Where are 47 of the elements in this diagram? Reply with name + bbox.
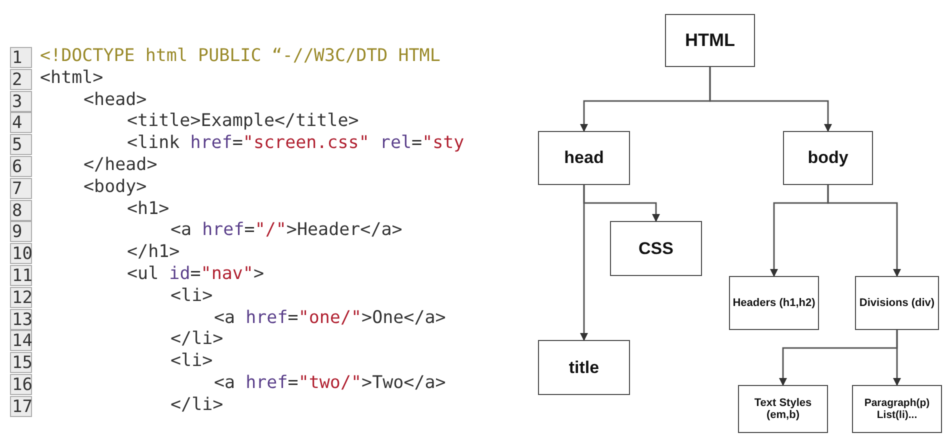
arrow bbox=[709, 67, 832, 132]
line-number: 10 bbox=[10, 243, 32, 264]
line-number: 11 bbox=[10, 265, 32, 286]
element-box: HTML bbox=[665, 14, 755, 67]
code-line: <!DOCTYPE html PUBLIC “-//W3C/DTD HTML bbox=[40, 46, 440, 67]
code-line: </head> bbox=[84, 155, 158, 176]
element-box: Paragraph(p) List(li)... bbox=[852, 385, 942, 433]
line-number: 16 bbox=[10, 374, 32, 395]
code-line: <head> bbox=[84, 90, 147, 111]
element-box: head bbox=[538, 131, 630, 185]
arrow bbox=[827, 185, 901, 277]
line-number: 1 bbox=[10, 47, 32, 68]
code-line: <h1> bbox=[127, 198, 170, 220]
code-line: <a href="two/">Two</a> bbox=[214, 373, 446, 394]
code-line: <li> bbox=[170, 286, 213, 307]
line-number: 6 bbox=[10, 156, 32, 177]
code-line: <title>Example</title> bbox=[127, 111, 359, 132]
line-number: 3 bbox=[10, 90, 32, 112]
line-number: 4 bbox=[10, 112, 32, 134]
element-box: title bbox=[538, 340, 630, 395]
line-number: 12 bbox=[10, 286, 32, 308]
element-box: Headers (h1,h2) bbox=[729, 276, 819, 330]
arrow bbox=[580, 185, 588, 341]
code-line: <link href="screen.css" rel="sty bbox=[127, 133, 464, 154]
code-line: </li> bbox=[170, 394, 224, 416]
element-box: Divisions (div) bbox=[855, 276, 939, 330]
code-line: <a href="/">Header</a> bbox=[170, 220, 402, 242]
line-number: 8 bbox=[10, 200, 32, 221]
line-number: 5 bbox=[10, 134, 32, 156]
code-line: </h1> bbox=[127, 242, 180, 264]
line-number: 17 bbox=[10, 396, 32, 417]
code-line: <body> bbox=[84, 176, 147, 198]
line-number: 15 bbox=[10, 352, 32, 374]
code-line: <ul id="nav"> bbox=[127, 264, 264, 285]
code-line: <li> bbox=[170, 351, 213, 372]
element-box: body bbox=[783, 131, 873, 185]
line-number: 7 bbox=[10, 178, 32, 199]
arrow bbox=[893, 330, 901, 386]
line-number: 9 bbox=[10, 221, 32, 242]
code-line: </li> bbox=[170, 329, 224, 350]
element-box: CSS bbox=[610, 221, 702, 276]
code-line: <html> bbox=[40, 68, 104, 89]
element-box: Text Styles (em,b) bbox=[738, 385, 828, 433]
line-number: 14 bbox=[10, 330, 32, 352]
line-number: 13 bbox=[10, 308, 32, 330]
code-line: <a href="one/">One</a> bbox=[214, 308, 446, 329]
line-number: 2 bbox=[10, 68, 32, 90]
